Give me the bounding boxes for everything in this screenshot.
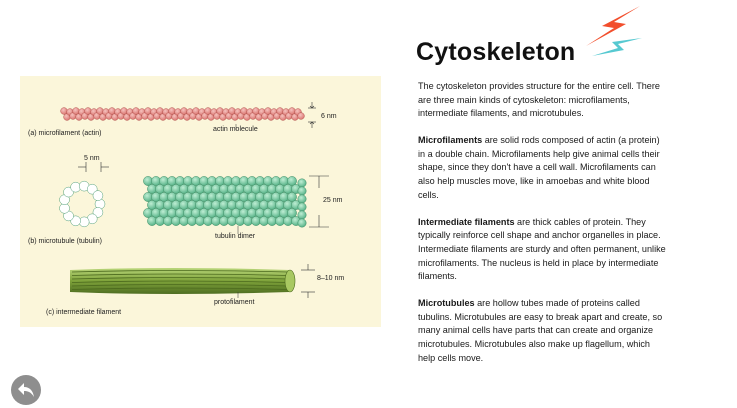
- tubulin-end-bead: [297, 210, 307, 220]
- cytoskeleton-figure: (a) microfilament (actin) actin molecule…: [20, 76, 381, 327]
- dimension-5nm: [78, 162, 109, 172]
- actin-bead: [180, 107, 188, 115]
- dimension-c: [301, 264, 315, 298]
- tubulin-dimer-bead: [287, 192, 297, 202]
- actin-bead: [252, 107, 260, 115]
- label-microtubule: (b) microtubule (tubulin): [28, 238, 102, 245]
- actin-chain: [60, 107, 305, 121]
- tubulin-end-bead: [297, 186, 307, 196]
- microfilaments-text: are solid rods composed of actin (a prot…: [418, 135, 660, 200]
- tubulin-end-bead: [297, 194, 307, 204]
- actin-bead: [132, 107, 140, 115]
- back-button[interactable]: [11, 375, 41, 405]
- intermediate-filament-rope: [70, 268, 296, 294]
- intermediate-filaments-paragraph: Intermediate filaments are thick cables …: [418, 216, 668, 284]
- actin-bead: [264, 107, 272, 115]
- protofilament-strand: [71, 277, 289, 280]
- microfilaments-paragraph: Microfilaments are solid rods composed o…: [418, 134, 668, 202]
- actin-bead: [192, 107, 200, 115]
- page-title: Cytoskeleton: [416, 38, 576, 66]
- actin-bead: [228, 107, 236, 115]
- tubulin-end-bead: [297, 202, 307, 212]
- actin-bead: [297, 112, 305, 120]
- microtubule-cylinder: [143, 176, 307, 228]
- intro-paragraph: The cytoskeleton provides structure for …: [418, 81, 660, 119]
- actin-bead: [168, 107, 176, 115]
- protofilament-strand: [71, 270, 289, 273]
- dimension-b: [309, 175, 329, 228]
- microtubules-paragraph: Microtubules are hollow tubes made of pr…: [418, 297, 668, 365]
- actin-bead: [60, 107, 68, 115]
- microtubules-text: are hollow tubes made of proteins called…: [418, 298, 663, 363]
- actin-bead: [216, 107, 224, 115]
- actin-bead: [120, 107, 128, 115]
- label-6nm: 6 nm: [321, 113, 337, 120]
- term-intermediate-filaments: Intermediate filaments: [418, 216, 515, 227]
- actin-bead: [144, 107, 152, 115]
- tubulin-end-bead: [297, 218, 307, 228]
- body-text: The cytoskeleton provides structure for …: [418, 80, 668, 379]
- actin-bead: [84, 107, 92, 115]
- lightning-bolt-icon: [586, 6, 642, 56]
- label-microfilament: (a) microfilament (actin): [28, 130, 102, 137]
- label-intermediate-filament: (c) intermediate filament: [46, 309, 122, 316]
- actin-bead: [96, 107, 104, 115]
- term-microfilaments: Microfilaments: [418, 135, 483, 146]
- protofilament-strand: [71, 273, 289, 276]
- actin-bead: [72, 107, 80, 115]
- back-arrow-icon: [18, 383, 34, 397]
- actin-bead: [288, 107, 296, 115]
- actin-bead: [156, 107, 164, 115]
- label-protofilament: protofilament: [214, 299, 255, 306]
- label-25nm: 25 nm: [323, 197, 343, 204]
- label-5nm: 5 nm: [84, 155, 100, 162]
- actin-bead: [204, 107, 212, 115]
- tubulin-end-bead: [297, 178, 307, 188]
- protofilament-strand: [71, 284, 289, 287]
- actin-bead: [276, 107, 284, 115]
- term-microtubules: Microtubules: [418, 298, 475, 309]
- protofilament-strand: [71, 287, 289, 290]
- actin-bead: [240, 107, 248, 115]
- dimension-a: [308, 102, 316, 128]
- intermediate-filaments-text: are thick cables of protein. They typica…: [418, 216, 666, 282]
- actin-bead: [108, 107, 116, 115]
- figure-drawing: [59, 102, 329, 298]
- tubulin-subunit: [92, 190, 104, 201]
- label-tubulin-dimer: tubulin dimer: [215, 233, 256, 240]
- protofilament-strand: [71, 280, 289, 283]
- label-8-10nm: 8–10 nm: [317, 275, 345, 282]
- tubulin-dimer-bead: [287, 208, 297, 218]
- label-actin-molecule: actin molecule: [213, 126, 258, 133]
- microtubule-cross-section: [59, 180, 106, 228]
- tubulin-dimer-bead: [287, 176, 297, 186]
